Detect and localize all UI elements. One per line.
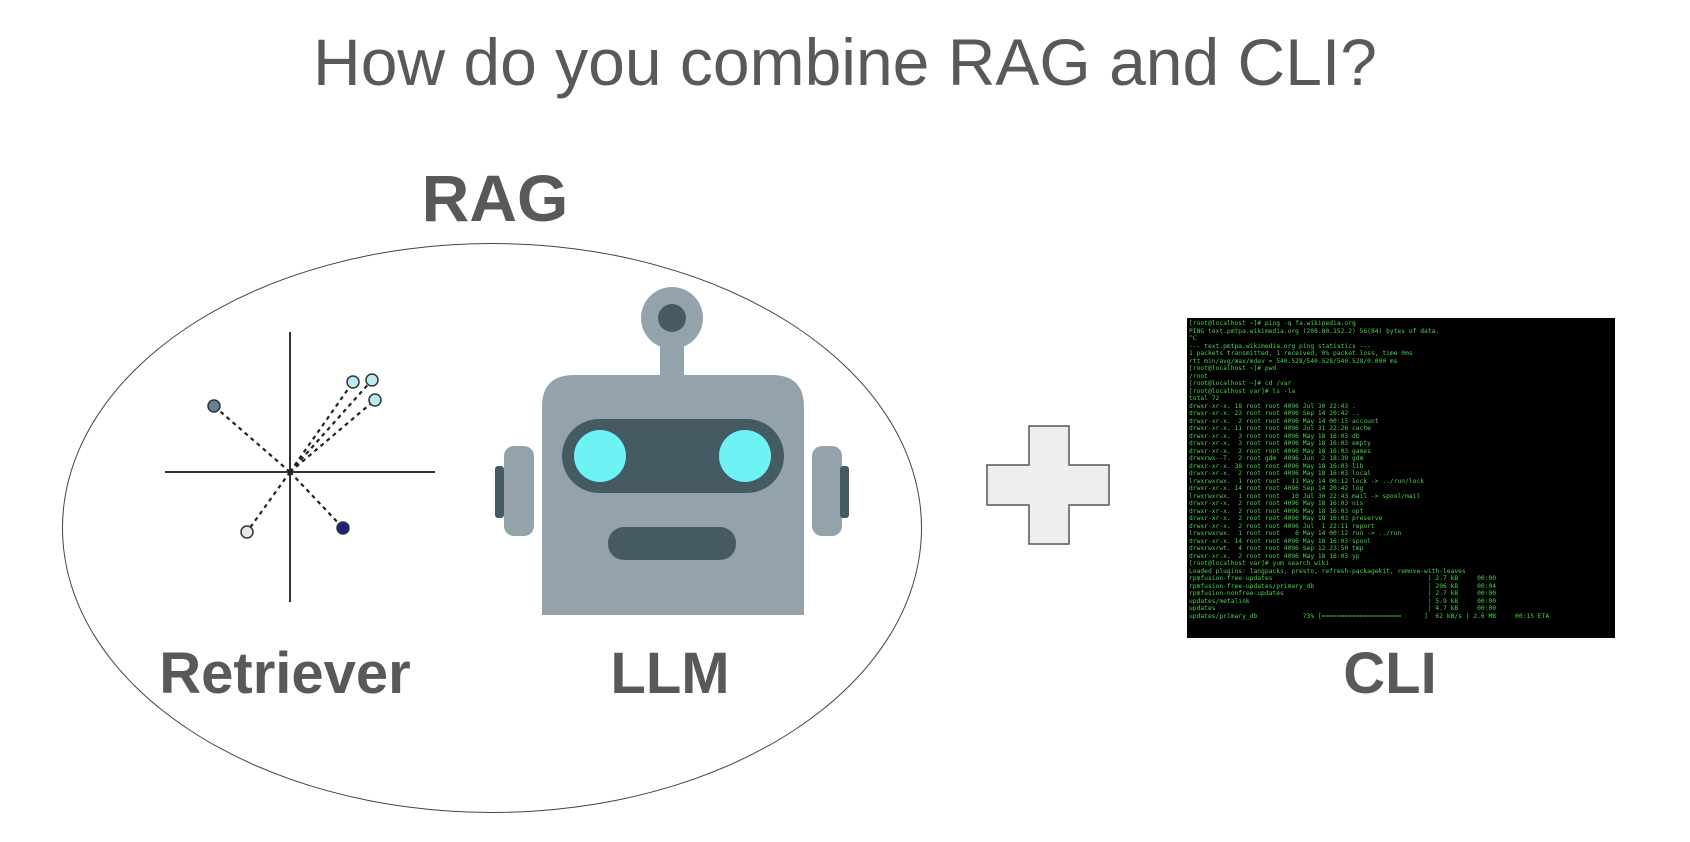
terminal-line: total 72 [1189,395,1220,402]
terminal-line: --- text.pmtpa.wikimedia.org ping statis… [1189,342,1371,350]
vector-point [207,399,221,413]
terminal-line: drwxr-xr-x. 2 root root 4096 May 18 16:0… [1189,470,1371,477]
terminal-line: drwxr-xr-x. 11 root root 4096 Jul 31 22:… [1189,425,1371,432]
terminal-line: ^C [1189,335,1197,342]
plus-icon [986,425,1110,545]
vector-embedding-plot-icon [165,332,435,602]
terminal-line: drwxr-xr-x. 2 root root 4096 May 18 16:0… [1189,447,1371,455]
terminal-line: drwxr-xr-x. 2 root root 4096 May 18 16:0… [1189,500,1364,507]
terminal-line: drwxr-xr-x. 2 root root 4096 May 18 16:0… [1189,515,1383,522]
vector-point [368,393,382,407]
llm-label: LLM [610,641,730,706]
terminal-line: updates/metalink | 5.9 kB 00:00 [1189,597,1497,605]
terminal-line: lrwxrwxrwx. 1 root root 10 Jul 30 22:43 … [1189,492,1421,500]
terminal-line: drwxr-xr-x. 38 root root 4096 May 18 16:… [1189,462,1364,470]
terminal-line: drwxr-xr-x. 3 root root 4096 May 18 16:0… [1189,440,1371,447]
terminal-line: rtt min/avg/max/mdev = 540.528/540.528/5… [1189,357,1398,365]
terminal-line: rpmfusion-nonfree-updates | 2.7 kB 00:00 [1189,590,1497,597]
terminal-line: updates | 4.7 kB 00:00 [1189,605,1497,612]
terminal-line: lrwxrwxrwx. 1 root root 11 May 14 00:12 … [1189,477,1425,485]
terminal-line: PING text.pmtpa.wikimedia.org (208.80.15… [1189,327,1440,335]
terminal-line: drwxr-xr-x. 2 root root 4096 Jul 1 22:11… [1189,522,1375,530]
rag-label: RAG [421,161,569,235]
terminal-line: rpmfusion-free-updates | 2.7 kB 00:00 [1189,575,1497,582]
terminal-line: drwxrwxrwt. 4 root root 4096 Sep 12 23:5… [1189,545,1364,552]
terminal-line: rpmfusion-free-updates/primary_db | 206 … [1189,582,1497,590]
terminal-line: drwxrwx--T. 2 root gdm 4096 Jun 2 18:39 … [1189,455,1364,462]
terminal-line: 1 packets transmitted, 1 received, 0% pa… [1189,350,1413,357]
terminal-line: drwxr-xr-x. 2 root root 4096 May 18 16:0… [1189,552,1360,560]
terminal-output: [root@localhost ~]# ping -q fa.wikipedia… [1189,320,1613,620]
terminal-line: drwxr-xr-x. 14 root root 4096 May 18 16:… [1189,537,1371,545]
retriever-label: Retriever [159,641,411,706]
vector-point [336,521,350,535]
terminal-line: [root@localhost var]# yum search wiki [1189,560,1330,567]
robot-icon [495,287,849,615]
terminal-line: [root@localhost var]# ls -la [1189,387,1296,395]
terminal-line: /root [1189,372,1208,380]
terminal-line: [root@localhost ~]# cd /var [1189,380,1292,387]
terminal-line: drwxr-xr-x. 23 root root 4096 Sep 14 20:… [1189,410,1360,417]
rag-group-ellipse [62,243,922,813]
terminal-line: drwxr-xr-x. 14 root root 4096 Sep 14 20:… [1189,485,1364,492]
cli-label: CLI [1343,641,1437,706]
terminal-line: drwxr-xr-x. 18 root root 4096 Jul 30 22:… [1189,402,1356,410]
terminal-line: drwxr-xr-x. 3 root root 4096 May 18 16:0… [1189,432,1360,440]
terminal-line: drwxr-xr-x. 2 root root 4096 May 14 00:1… [1189,417,1379,425]
terminal-line: updates/primary_db 73% [================… [1189,612,1550,620]
vector-point [365,373,379,387]
terminal-line: [root@localhost ~]# ping -q fa.wikipedia… [1189,320,1356,327]
vector-point [346,375,360,389]
terminal-line: [root@localhost ~]# pwd [1189,365,1277,372]
terminal-line: drwxr-xr-x. 2 root root 4096 May 18 16:0… [1189,507,1364,515]
terminal-line: lrwxrwxrwx. 1 root root 6 May 14 00:12 r… [1189,530,1402,537]
terminal-screenshot: [root@localhost ~]# ping -q fa.wikipedia… [1187,318,1615,638]
page-title: How do you combine RAG and CLI? [313,25,1377,99]
terminal-line: Loaded plugins: langpacks, presto, refre… [1189,567,1466,575]
vector-point [240,525,254,539]
